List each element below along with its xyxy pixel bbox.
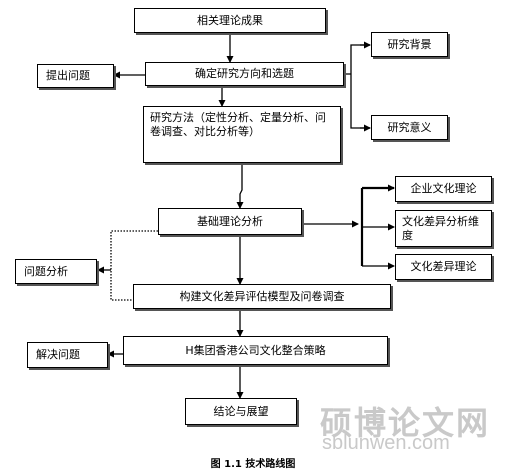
node-cultural-difference-dimension: 文化差异分析维度 [395, 210, 492, 247]
arrow-n3-to-n4 [236, 163, 244, 209]
node-related-theory: 相关理论成果 [134, 8, 326, 33]
node-research-methods: 研究方法（定性分析、定量分析、问卷调查、对比分析等） [143, 106, 341, 163]
node-conclusion: 结论与展望 [185, 398, 297, 425]
node-integration-strategy: H集团香港公司文化整合策略 [123, 336, 388, 365]
watermark-url: sblunwen.com [322, 432, 450, 454]
dotted-problem-analysis [110, 230, 158, 301]
node-raise-problem: 提出问题 [37, 64, 114, 88]
node-corporate-culture-theory: 企业文化理论 [395, 176, 492, 202]
node-research-direction: 确定研究方向和选题 [145, 62, 344, 86]
node-solve-problem: 解决问题 [27, 342, 108, 368]
watermark-logo-text: 硕博论文网 [320, 404, 491, 442]
node-research-significance: 研究意义 [371, 115, 448, 140]
node-research-background: 研究背景 [371, 32, 448, 57]
bracket-background-significance [344, 44, 370, 129]
node-evaluation-model: 构建文化差异评估模型及问卷调查 [133, 284, 391, 309]
figure-caption: 图 1.1 技术路线图 [210, 459, 296, 470]
node-cultural-difference-theory: 文化差异理论 [395, 254, 492, 280]
node-problem-analysis: 问题分析 [15, 259, 97, 284]
node-basic-theory: 基础理论分析 [158, 208, 302, 235]
